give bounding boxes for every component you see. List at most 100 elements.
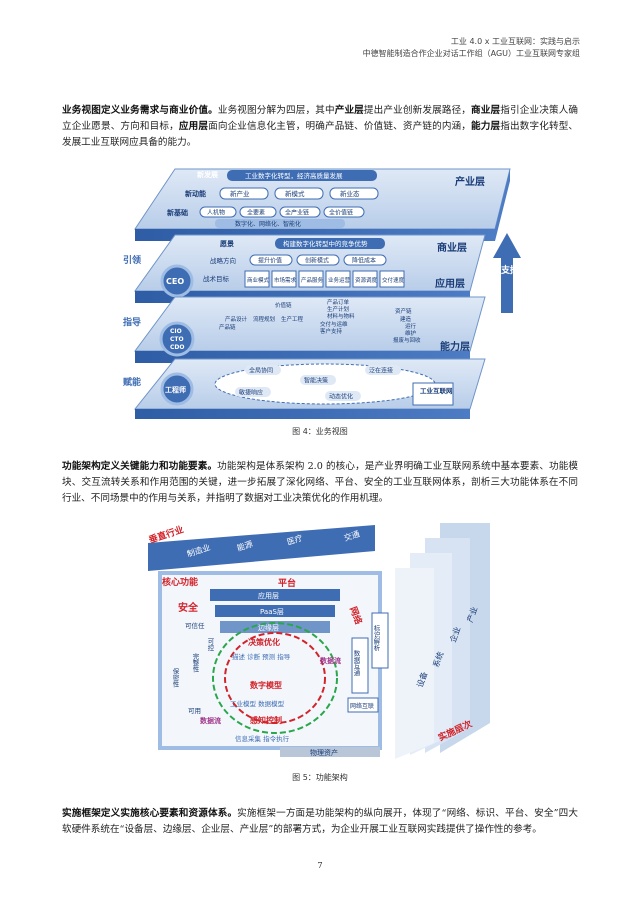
running-header: 工业 4.0 x 工业互联网：实践与启示 中德智能制造合作企业对话工作组（AGU… — [363, 36, 580, 60]
row-label: 新基础 — [167, 208, 188, 217]
item: 生产计划 — [327, 305, 349, 313]
core-cube: 核心功能 平台 应用层 PaaS层 边缘层 网络 标识解析 数据互通 网络互联 … — [158, 571, 389, 757]
item: 维护 — [405, 329, 417, 337]
box-text: 资源调度 — [355, 276, 378, 284]
box-text: 构建数字化转型中的竞争优势 — [283, 239, 368, 248]
sec-item: 可信任 — [185, 621, 205, 630]
capability-layer: 全局协同 智能决策 泛在连接 敏捷响应 动态优化 工业互联网 工程师 — [133, 358, 486, 419]
left-flow-labels: 引领 指导 赋能 — [123, 254, 141, 388]
box-text: 创新模式 — [305, 257, 329, 265]
flow-label: 数据流 — [320, 656, 341, 665]
box-text: 新产业 — [230, 189, 250, 198]
header-line-1: 工业 4.0 x 工业互联网：实践与启示 — [450, 37, 580, 46]
cap-item: 全局协同 — [249, 367, 273, 375]
box-text: 工业数字化转型，经济高质量发展 — [245, 171, 343, 180]
row-label: 战术目标 — [203, 274, 230, 283]
platform-label: 平台 — [278, 577, 296, 589]
implementation-levels: 产业 企业 系统 设备 实施层次 — [395, 523, 490, 759]
loop-label: 决策优化 — [248, 637, 280, 647]
item: 产品设计 — [225, 315, 248, 323]
text: 指引企业决策人确立企业愿景、方向和目标， — [62, 105, 579, 132]
row-label: 战略方向 — [210, 256, 236, 265]
sec-item: 保密性 — [171, 667, 179, 689]
box-text: 产品服务 — [301, 276, 324, 284]
text: 功能架构是体系架构 2.0 的核心，是产业界明确工业互联网系统中基本要素、功能模… — [62, 461, 579, 504]
box-text: 全要素 — [247, 209, 265, 217]
box-text: 数字化、网络化、智能化 — [235, 220, 301, 228]
role-cio: CIO — [170, 328, 182, 335]
item: 交付与运维 — [320, 320, 348, 328]
physical-asset: 物理资产 — [310, 748, 338, 757]
cap-item: 泛在连接 — [369, 367, 393, 375]
box-text: 新业态 — [340, 189, 360, 198]
paragraph-lead: 业务视图定义业务需求与商业价值。 — [62, 105, 218, 116]
figure-caption: 图 4：业务视图 — [292, 427, 348, 436]
paragraph-lead: 功能架构定义关键能力和功能要素。 — [62, 461, 218, 472]
industry-layer: 产业层 新发展 工业数字化转型，经济高质量发展 新动能 新产业 新模式 新业态 … — [134, 168, 511, 241]
paragraph-functional-architecture: 功能架构定义关键能力和功能要素。功能架构是体系架构 2.0 的核心，是产业界明确… — [62, 459, 578, 507]
box-text: 交付速度 — [382, 276, 405, 284]
box-text: 新模式 — [285, 189, 305, 198]
paragraph-implementation: 实施框架定义实施核心要素和资源体系。实施框架一方面是功能架构的纵向展开，体现了“… — [62, 806, 578, 838]
row-label: 愿景 — [220, 239, 234, 248]
application-layer: 能力层 价值链 产品订单 生产计划 材料与物料 产品设计 流程规划 生产工程 交… — [134, 296, 486, 363]
figure-caption: 图 5：功能架构 — [292, 773, 348, 782]
flow-label: 赋能 — [123, 376, 141, 388]
item: 生产工程 — [281, 315, 304, 323]
header-line-2: 中德智能制造合作企业对话工作组（AGU）工业互联网专家组 — [362, 49, 580, 58]
item: 流程规划 — [253, 315, 275, 323]
paragraph-business-view: 业务视图定义业务需求与商业价值。业务视图分解为四层，其中产业层提出产业创新发展路… — [62, 103, 578, 151]
loop-label: 感知控制 — [250, 715, 282, 725]
box-text: 全价值链 — [329, 209, 353, 217]
layer-label: 能力层 — [440, 340, 470, 353]
layer-box: 应用层 — [258, 591, 279, 600]
box-text: 降低成本 — [352, 257, 376, 265]
flow-label: 数据流 — [200, 716, 221, 725]
industry-label: 能源 — [236, 538, 254, 552]
net-box: 网络互联 — [350, 702, 374, 710]
text: 指出数字化转型、发展工业互联网应具备的能力。 — [62, 121, 579, 148]
text: 提出产业创新发展路径， — [363, 105, 472, 116]
role-ceo: CEO — [166, 277, 184, 286]
keyword: 应用层 — [178, 121, 209, 132]
sec-item: 完整性 — [191, 652, 199, 674]
cap-item: 智能决策 — [304, 377, 328, 385]
industry-label: 医疗 — [286, 532, 304, 546]
net-box: 数据互通 — [352, 649, 360, 678]
text: 业务视图分解为四层，其中 — [217, 105, 335, 116]
layer-box: PaaS层 — [260, 608, 284, 616]
item: 产品订单 — [327, 298, 350, 306]
box-text: 业务运营 — [328, 276, 351, 284]
row-label: 新发展 — [197, 170, 219, 179]
loop-label: 数字模型 — [250, 680, 282, 690]
item: 客户支持 — [320, 327, 343, 335]
core-label: 核心功能 — [162, 576, 198, 588]
item: 材料与物料 — [327, 312, 355, 320]
industry-label: 交通 — [343, 528, 361, 542]
cap-item: 敏捷响应 — [239, 389, 263, 397]
flow-label: 引领 — [123, 254, 141, 266]
box-text: 市场需求 — [274, 276, 297, 284]
keyword: 能力层 — [471, 121, 501, 132]
role-cto: CTO — [170, 336, 184, 343]
item: 产品链 — [219, 323, 236, 331]
paragraph-lead: 实施框架定义实施核心要素和资源体系。 — [62, 808, 238, 819]
cap-item: 动态优化 — [329, 393, 353, 401]
item: 建造 — [400, 315, 412, 323]
business-layer: 商业层 愿景 构建数字化转型中的竞争优势 战略方向 提升价值 创新模式 降低成本… — [134, 234, 486, 303]
item: 资产链 — [395, 307, 412, 315]
item: 运行 — [405, 322, 417, 330]
loop-label: 工业模型 数据模型 — [230, 699, 285, 708]
row-label: 新动能 — [185, 189, 206, 198]
functional-architecture-figure: 产业 企业 系统 设备 实施层次 垂直行业 制造业 能源 医疗 交通 核心功能 … — [140, 513, 500, 763]
sec-item: 可用 — [188, 707, 201, 715]
loop-label: 描述 诊断 预测 指导 — [232, 652, 291, 661]
net-box: 标识解析 — [372, 624, 380, 653]
business-view-figure: 产业层 新发展 工业数字化转型，经济高质量发展 新动能 新产业 新模式 新业态 … — [115, 163, 525, 421]
text: 实施框架一方面是功能架构的纵向展开，体现了“网络、标识、平台、安全”四大软硬件系… — [62, 808, 578, 835]
keyword: 商业层 — [471, 105, 501, 116]
text: 面向企业信息化主管，明确产品链、价值链、资产链的内涵， — [208, 121, 472, 132]
layer-label: 商业层 — [437, 241, 467, 254]
layer-label: 产业层 — [455, 175, 485, 188]
role-cdo: CDO — [170, 344, 184, 351]
